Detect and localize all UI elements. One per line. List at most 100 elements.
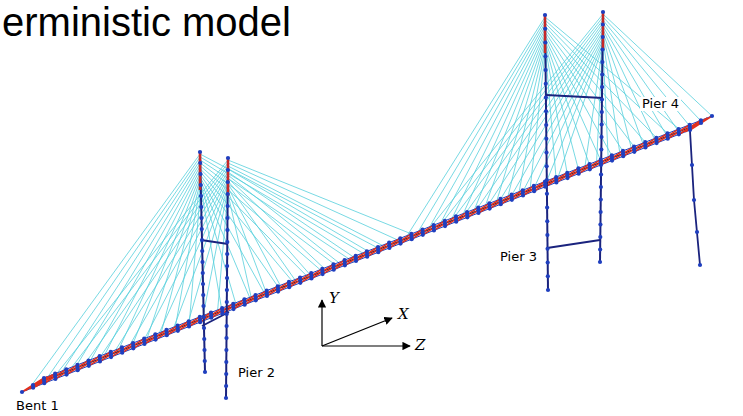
model-node — [600, 47, 604, 51]
deck-edge — [22, 130, 690, 392]
model-node — [543, 54, 547, 58]
stay-cable — [228, 172, 353, 257]
model-node — [343, 263, 347, 267]
stay-cable — [403, 17, 545, 243]
stay-cable — [131, 175, 201, 349]
model-node — [199, 205, 203, 209]
model-node — [225, 228, 229, 232]
cross-beam — [35, 373, 57, 387]
model-node — [202, 337, 206, 341]
model-node — [577, 172, 581, 176]
model-node — [532, 189, 536, 193]
model-node — [198, 320, 202, 324]
model-node — [265, 294, 269, 298]
model-node — [544, 150, 548, 154]
model-node — [200, 238, 204, 242]
cross-beam — [278, 278, 300, 292]
model-node — [699, 121, 703, 125]
model-node — [225, 312, 229, 316]
model-node — [544, 137, 548, 141]
model-node — [454, 220, 458, 224]
model-node — [601, 35, 605, 39]
stay-cable — [102, 169, 201, 361]
cross-beam — [289, 273, 311, 287]
model-node — [98, 359, 102, 363]
model-node — [599, 160, 603, 164]
model-node — [546, 274, 550, 278]
model-node — [692, 198, 696, 202]
model-node — [598, 247, 602, 251]
model-node — [225, 252, 229, 256]
support-label: Pier 3 — [498, 250, 539, 264]
model-node — [225, 288, 229, 292]
pylon-strut — [201, 240, 228, 244]
stay-cable — [431, 14, 603, 226]
model-node — [543, 185, 547, 189]
cross-beam — [78, 356, 100, 370]
model-node — [410, 237, 414, 241]
model-node — [201, 271, 205, 275]
model-node — [220, 311, 224, 315]
model-node — [499, 202, 503, 206]
cross-beam — [89, 352, 111, 366]
cross-beam — [356, 247, 378, 261]
cross-beam — [178, 317, 200, 331]
stay-cable — [43, 157, 200, 384]
cross-beam — [389, 234, 411, 248]
stay-cable — [174, 184, 228, 327]
model-node — [120, 351, 124, 355]
model-node — [600, 97, 604, 101]
model-node — [376, 250, 380, 254]
pylon-strut — [202, 312, 229, 326]
stay-cable — [87, 166, 228, 361]
model-node — [225, 276, 229, 280]
model-node — [365, 255, 369, 259]
stay-cable — [466, 23, 603, 212]
stay-cable — [228, 181, 310, 274]
cross-beam — [490, 195, 512, 209]
cross-beam — [144, 330, 166, 344]
model-node — [545, 164, 549, 168]
model-node — [510, 198, 514, 202]
cross-beam — [367, 243, 389, 257]
model-node — [690, 163, 694, 167]
model-node — [543, 13, 547, 17]
stay-cable — [116, 172, 200, 355]
model-node — [200, 260, 204, 264]
cross-beam — [67, 361, 89, 375]
stay-cable — [603, 23, 678, 130]
cross-beam — [44, 369, 66, 383]
model-node — [544, 123, 548, 127]
axis-label: X — [397, 306, 410, 323]
model-node — [632, 150, 636, 154]
model-node — [42, 381, 46, 385]
model-node — [224, 336, 228, 340]
model-node — [254, 298, 258, 302]
model-node — [543, 27, 547, 31]
model-node — [201, 293, 205, 297]
support-label: Pier 2 — [236, 366, 277, 380]
model-node — [201, 282, 205, 286]
model-node — [276, 289, 280, 293]
model-node — [698, 263, 702, 267]
stay-cable — [585, 47, 603, 166]
model-node — [142, 342, 146, 346]
model-node — [545, 247, 549, 251]
model-node — [643, 145, 647, 149]
model-node — [224, 348, 228, 352]
model-node — [599, 147, 603, 151]
stay-cable — [603, 29, 655, 139]
stay-cable — [507, 44, 546, 202]
cross-beam — [334, 256, 356, 270]
model-node — [225, 300, 229, 304]
pylon-head — [602, 12, 605, 50]
pylon-head — [227, 158, 230, 196]
pylons — [200, 12, 700, 398]
stay-cable — [203, 190, 228, 316]
cross-beam — [133, 334, 155, 348]
cross-beam — [467, 203, 489, 217]
cross-beam — [612, 147, 634, 161]
stay-cable — [228, 178, 324, 268]
stay-cable — [228, 160, 411, 234]
